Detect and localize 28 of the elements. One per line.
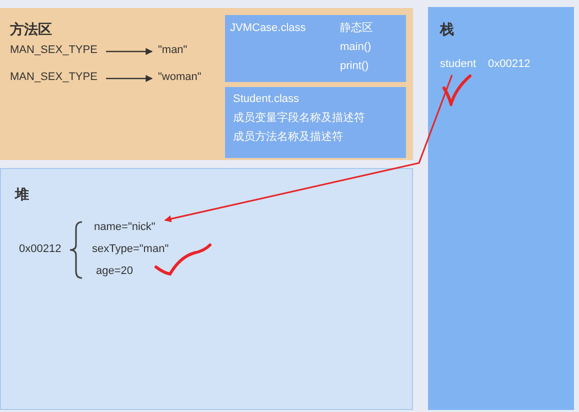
node-text: age=20 [96, 265, 134, 278]
node-text: "man" [158, 44, 188, 58]
class-box [225, 15, 406, 82]
stack-panel [428, 7, 574, 410]
node-text: 静态区 [340, 22, 373, 36]
node-text: Student.class [233, 93, 300, 106]
panel-title: 栈 [440, 21, 454, 38]
node-text: name="nick" [94, 221, 156, 234]
arrow [106, 75, 153, 82]
node-text: sexType="man" [92, 243, 169, 256]
arrow [106, 48, 153, 55]
arrow [164, 74, 453, 222]
panel-title: 堆 [15, 186, 29, 203]
class-box [225, 87, 406, 158]
method-area-panel [0, 8, 413, 160]
node-text: 0x00212 [488, 58, 530, 72]
node-text: main() [340, 41, 372, 54]
panel-title: 方法区 [10, 21, 52, 38]
node-text: student [440, 58, 476, 72]
node-text: MAN_SEX_TYPE [10, 44, 98, 58]
node-text: "woman" [158, 71, 202, 84]
node-text: JVMCase.class [230, 22, 306, 36]
heap-panel [0, 168, 413, 410]
node-text: MAN_SEX_TYPE [10, 71, 98, 84]
node-text: 成员方法名称及描述符 [233, 131, 343, 144]
node-text: print() [340, 60, 369, 74]
node-text: 0x00212 [19, 243, 62, 256]
node-text: 成员变量字段名称及描述符 [233, 112, 365, 126]
